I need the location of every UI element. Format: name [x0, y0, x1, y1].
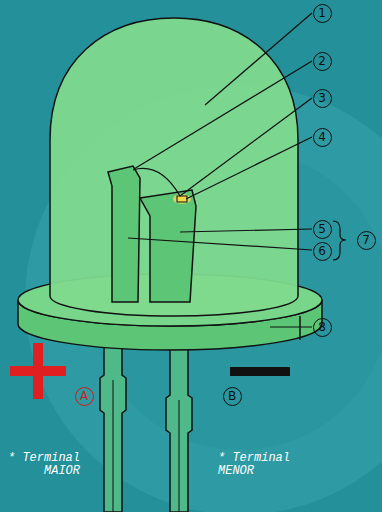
anode-post [108, 166, 140, 302]
leg-edge [113, 380, 114, 512]
die-glow [173, 194, 191, 204]
flat-edge [299, 316, 301, 340]
callout-text: 8 [318, 321, 326, 333]
leader-line [134, 61, 312, 169]
callout-text: 6 [318, 245, 326, 257]
callout-text: 7 [362, 234, 370, 246]
led-legs [100, 330, 192, 512]
callout-number: 6 [313, 242, 332, 261]
callout-text: A [80, 390, 88, 402]
callout-text: 1 [318, 7, 326, 19]
callout-number: 3 [313, 89, 332, 108]
callout-number: 2 [313, 52, 332, 71]
leader-line [180, 229, 312, 232]
callout-number: 7 [357, 231, 376, 250]
minus-symbol [230, 367, 290, 376]
led-internals [108, 166, 196, 302]
cathode-anvil [140, 190, 196, 302]
leader-line [128, 238, 312, 250]
anode-leg [100, 330, 126, 512]
bracket [333, 221, 346, 260]
callout-number: 5 [313, 220, 332, 239]
plus-symbol [33, 343, 43, 399]
led-die [177, 196, 187, 202]
callout-number: 1 [313, 4, 332, 23]
callout-text: 4 [318, 131, 326, 143]
terminal-note: * Terminal MAIOR [2, 452, 80, 478]
callout-text: 2 [318, 55, 326, 67]
cathode-leg [166, 330, 192, 512]
leg-edge [179, 400, 180, 512]
callout-number: 4 [313, 128, 332, 147]
callout-number: 8 [313, 318, 332, 337]
leader-line [270, 326, 312, 327]
polarity-marker: A [75, 387, 94, 406]
epoxy-lens [50, 18, 298, 316]
leader-line [205, 13, 312, 105]
leader-lines [128, 13, 346, 327]
polarity-marker: B [223, 387, 242, 406]
bond-wire [133, 168, 180, 196]
callout-text: 5 [318, 223, 326, 235]
leader-line [186, 137, 312, 199]
callout-text: B [228, 390, 236, 402]
callout-text: 3 [318, 92, 326, 104]
terminal-note: * Terminal MENOR [218, 452, 296, 478]
